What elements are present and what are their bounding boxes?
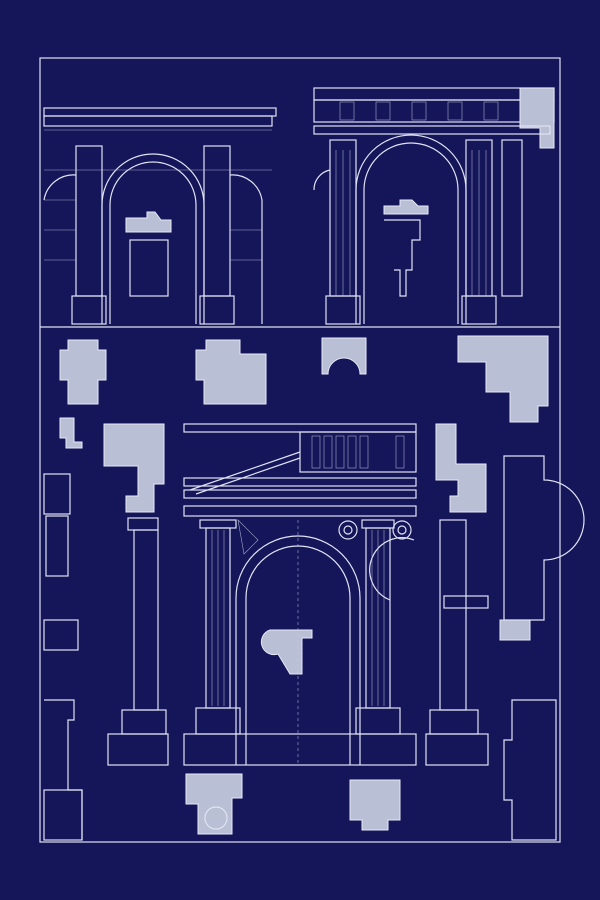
left-cornice-profiles — [43, 417, 83, 841]
base-plan-sections — [185, 773, 401, 835]
sheet-border — [39, 57, 561, 843]
right-cornice-profiles — [499, 455, 585, 841]
pier-plan-sections — [59, 335, 549, 423]
upper-left-arcade-elevation — [43, 107, 277, 325]
main-arch-elevation — [103, 423, 489, 766]
upper-right-arcade-elevation — [313, 87, 555, 325]
